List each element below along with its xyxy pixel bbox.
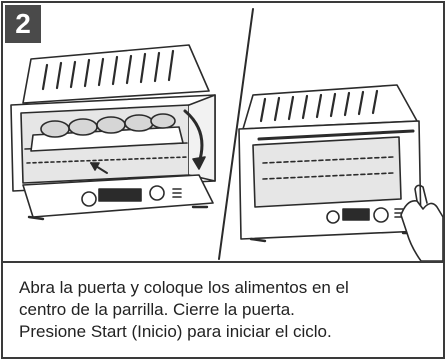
section-divider [3, 261, 443, 263]
step-number-badge: 2 [5, 5, 41, 43]
illustration-area [10, 8, 443, 261]
instruction-text: Abra la puerta y coloque los alimentos e… [19, 277, 429, 343]
instruction-line: Presione Start (Inicio) para iniciar el … [19, 322, 332, 341]
oven-door-open-food-on-rack-icon [10, 44, 216, 221]
panel-divider [218, 8, 254, 260]
instruction-line: centro de la parrilla. Cierre la puerta. [19, 300, 295, 319]
oven-door-closed-hand-pressing-start-icon [238, 84, 443, 261]
instruction-line: Abra la puerta y coloque los alimentos e… [19, 278, 349, 297]
